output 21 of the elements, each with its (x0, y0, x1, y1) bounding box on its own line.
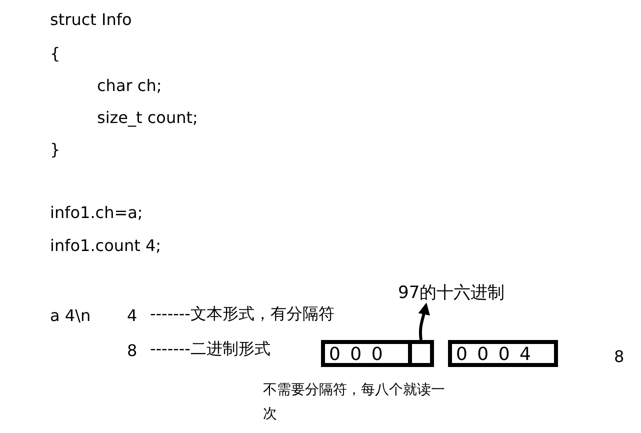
code-line: { (50, 44, 60, 64)
code-line: } (50, 140, 60, 160)
byte-digits: 0 0 0 (329, 345, 385, 365)
code-line: struct Info (50, 10, 132, 30)
arrow (418, 302, 430, 340)
byte-cell (408, 340, 434, 367)
code-line: char ch; (97, 76, 162, 96)
text-label: a 4\n (50, 306, 91, 326)
text-label: -------二进制形式 (150, 339, 270, 359)
hex-note: 97的十六进制 (398, 283, 505, 303)
byte-box (321, 340, 431, 367)
note-text: 不需要分隔符，每八个就读一次 (263, 381, 446, 424)
code-line: size_t count; (97, 108, 198, 128)
code-line: info1.count 4; (50, 236, 162, 256)
number-label: 8 (127, 341, 138, 361)
code-line: info1.ch=a; (50, 203, 143, 223)
number-label: 8 (614, 347, 624, 367)
text-label: -------文本形式，有分隔符 (150, 304, 334, 324)
byte-box (448, 340, 558, 367)
byte-digits: 0 0 0 4 (456, 345, 533, 365)
number-label: 4 (127, 306, 138, 326)
